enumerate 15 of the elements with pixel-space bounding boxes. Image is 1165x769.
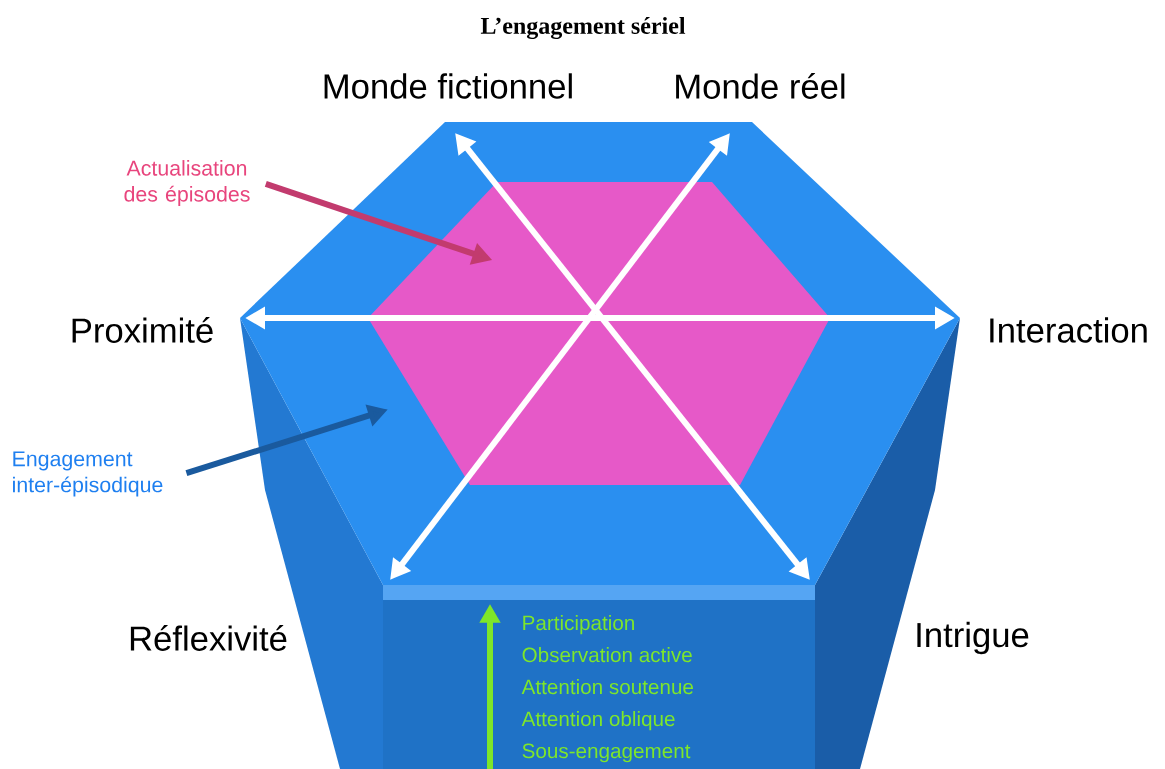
axis-label: Interaction xyxy=(990,317,1147,343)
level-label: Sous-engagement xyxy=(522,743,691,763)
callout-text: Engagement inter-épisodique xyxy=(13,451,163,497)
axis-label: Monde réel xyxy=(676,73,845,99)
axis-label: Monde fictionnel xyxy=(324,73,572,99)
level-label: Attention soutenue xyxy=(521,679,693,695)
axis-label: Proximité xyxy=(72,317,213,343)
level-label: Participation xyxy=(523,615,634,635)
hexagon xyxy=(368,182,830,485)
title: L’engagement sériel xyxy=(480,17,686,39)
axis-label: Intrigue xyxy=(917,621,1029,655)
level-label: Attention oblique xyxy=(521,711,675,731)
axis-label: Réflexivité xyxy=(130,625,287,651)
level-label: Observation active xyxy=(522,647,692,663)
callout-text: Actualisation des épisodes xyxy=(124,160,250,206)
